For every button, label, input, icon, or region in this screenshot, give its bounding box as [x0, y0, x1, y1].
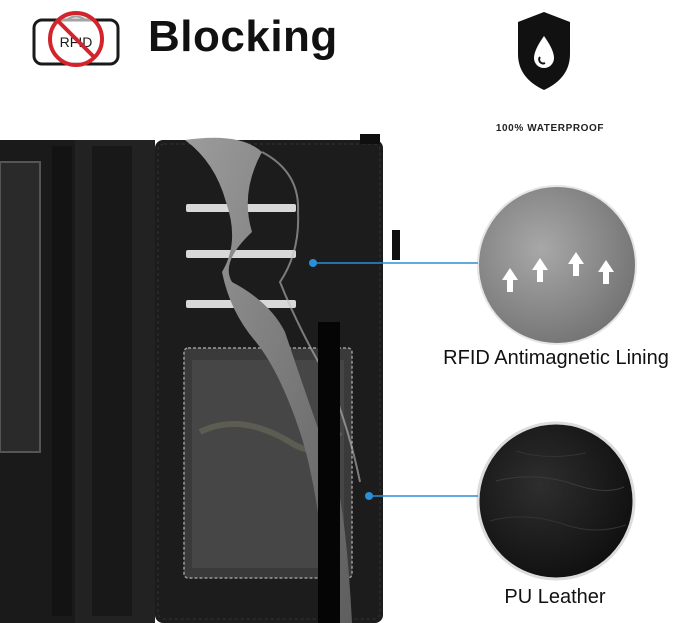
passport-holder-image — [0, 134, 400, 623]
waterproof-label: 100% WATERPROOF — [495, 123, 605, 134]
feature-label-lining: RFID Antimagnetic Lining — [443, 347, 669, 369]
feature-label-leather: PU Leather — [504, 586, 606, 608]
lining-closeup — [477, 185, 637, 345]
rfid-blocked-icon: RFID — [32, 11, 120, 67]
page-title: Blocking — [148, 12, 338, 61]
waterproof-shield-icon — [518, 12, 570, 90]
airflow-arrows — [502, 252, 614, 292]
leather-closeup — [476, 421, 636, 581]
